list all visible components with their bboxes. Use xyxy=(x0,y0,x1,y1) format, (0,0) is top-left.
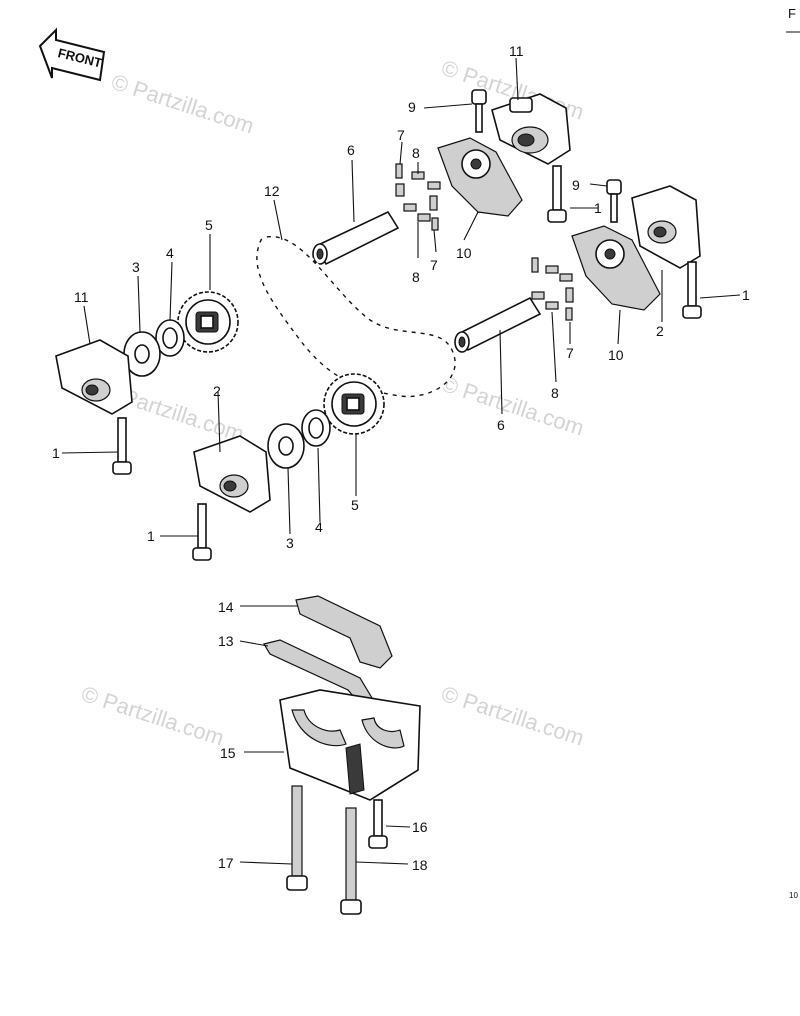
callout-9-right: 9 xyxy=(572,177,580,193)
chain-guide-14 xyxy=(295,595,393,669)
washer-4-upper xyxy=(155,319,185,357)
watermark-4: © Partzilla.com xyxy=(438,371,587,441)
callout-17: 17 xyxy=(218,855,234,871)
callout-labels: 11 9 6 7 8 8 7 10 12 5 4 3 11 1 9 1 1 2 … xyxy=(52,43,750,873)
callout-4-upper: 4 xyxy=(166,245,174,261)
callout-5-upper: 5 xyxy=(205,217,213,233)
bolt-9-right xyxy=(606,179,622,223)
callout-6-upper: 6 xyxy=(347,142,355,158)
washer-3-lower xyxy=(267,423,305,469)
callout-9-upper: 9 xyxy=(408,99,416,115)
shaft-6-upper xyxy=(312,210,400,266)
callout-10-upper: 10 xyxy=(456,245,472,261)
callout-7-lower: 7 xyxy=(566,345,574,361)
bolt-17 xyxy=(286,785,308,891)
callout-12-chain: 12 xyxy=(264,183,280,199)
bolt-18 xyxy=(340,807,362,915)
cam-arm-10-upper xyxy=(437,137,523,217)
callout-15: 15 xyxy=(220,745,236,761)
callout-16: 16 xyxy=(412,819,428,835)
bolt-9-upper xyxy=(471,89,487,133)
callout-18: 18 xyxy=(412,857,428,873)
bolt-1-right xyxy=(682,261,702,319)
callout-8-upper-b: 8 xyxy=(412,269,420,285)
callout-7-upper-b: 7 xyxy=(430,257,438,273)
washer-4-lower xyxy=(301,409,331,447)
watermark-6: © Partzilla.com xyxy=(438,681,587,751)
callout-1-left-lower: 1 xyxy=(147,528,155,544)
callout-6-lower: 6 xyxy=(497,417,505,433)
callout-11-left: 11 xyxy=(74,289,89,305)
callout-4-lower: 4 xyxy=(315,519,323,535)
washer-3-upper xyxy=(123,331,161,377)
callout-1-left-upper: 1 xyxy=(52,445,60,461)
bracket-2-right xyxy=(631,185,701,269)
callout-1-right: 1 xyxy=(742,287,750,303)
corner-side-right-mark: 10 xyxy=(789,891,798,900)
bolt-1-upper-right xyxy=(547,165,567,223)
callout-11-upper-right: 11 xyxy=(509,43,524,59)
callout-2-left: 2 xyxy=(213,383,221,399)
callout-14: 14 xyxy=(218,599,234,615)
callout-3-lower: 3 xyxy=(286,535,294,551)
chain-12 xyxy=(254,234,458,399)
cam-arm-10-right xyxy=(571,225,661,311)
callout-8-lower: 8 xyxy=(551,385,559,401)
callout-3-upper: 3 xyxy=(132,259,140,275)
watermark-1: © Partzilla.com xyxy=(108,69,257,139)
bracket-2-left xyxy=(193,435,271,513)
callout-13: 13 xyxy=(218,633,234,649)
callout-8-upper-a: 8 xyxy=(412,145,420,161)
callout-5-lower: 5 xyxy=(351,497,359,513)
bearing-block-15 xyxy=(279,689,421,801)
corner-top-right-mark: F xyxy=(788,6,796,21)
front-direction-badge: FRONT xyxy=(38,27,106,82)
callout-1-upper-right: 1 xyxy=(594,200,602,216)
bolt-1-left-lower xyxy=(192,503,212,561)
bolt-1-left-upper xyxy=(112,417,132,475)
shaft-6-lower xyxy=(454,296,542,353)
sprocket-5-lower xyxy=(323,373,385,435)
spring-pin-set-lower xyxy=(531,257,574,321)
leader-lines xyxy=(61,57,741,865)
sprocket-5-upper xyxy=(177,291,239,353)
callout-2-right: 2 xyxy=(656,323,664,339)
callout-7-upper-a: 7 xyxy=(397,127,405,143)
callout-10-right: 10 xyxy=(608,347,624,363)
watermark-5: © Partzilla.com xyxy=(78,681,227,751)
bracket-11-upper xyxy=(491,93,571,165)
bracket-11-left xyxy=(55,339,133,415)
bolt-16 xyxy=(368,799,388,849)
